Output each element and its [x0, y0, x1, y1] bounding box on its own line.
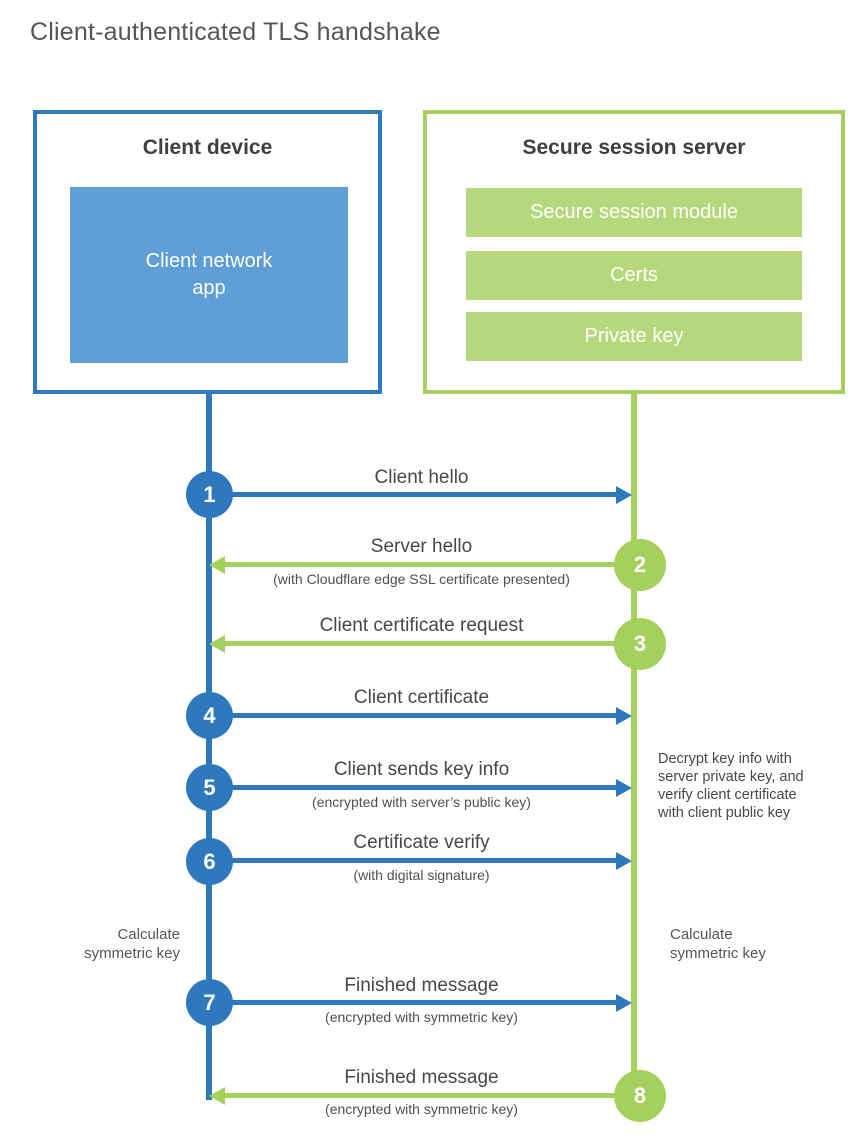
step6-arrow-shaft: [209, 858, 616, 863]
server-module-label: Private key: [584, 325, 684, 347]
step3-circle: 3: [614, 618, 666, 670]
decrypt-note-line: server private key, and: [658, 769, 804, 785]
step1-label: Client hello: [374, 467, 469, 488]
calc-left-line: symmetric key: [84, 945, 180, 962]
step5-sublabel: (encrypted with server’s public key): [312, 794, 531, 810]
page-title: Client-authenticated TLS handshake: [30, 18, 441, 46]
calc-right-line: Calculate: [670, 926, 733, 943]
step7-label: Finished message: [344, 975, 499, 996]
step2-label: Server hello: [370, 536, 473, 557]
step7-arrowhead-right-icon: [616, 994, 632, 1012]
step6-arrowhead-right-icon: [616, 852, 632, 870]
decrypt-note-line: Decrypt key info with: [658, 751, 792, 767]
calc-right-line: symmetric key: [670, 945, 766, 962]
server-module-bar: Secure session module: [466, 188, 802, 237]
step2-number: 2: [633, 552, 647, 577]
step6-circle: 6: [186, 838, 233, 885]
step6-label: Certificate verify: [353, 832, 490, 853]
step8-arrowhead-left-icon: [209, 1087, 225, 1105]
step7-arrow-shaft: [209, 1000, 616, 1005]
server-module-label: Secure session module: [530, 201, 738, 223]
step2-sublabel: (with Cloudflare edge SSL certificate pr…: [273, 571, 570, 587]
decrypt-note-line: verify client certificate: [658, 787, 797, 803]
server-lifeline: [631, 394, 637, 1096]
secure-session-server-header: Secure session server: [522, 136, 746, 159]
step8-number: 8: [633, 1083, 647, 1108]
step3-arrowhead-left-icon: [209, 635, 225, 653]
server-module-bar: Private key: [466, 312, 802, 361]
step2-arrow-shaft: [225, 562, 640, 567]
step1-arrowhead-right-icon: [616, 486, 632, 504]
step5-arrowhead-right-icon: [616, 779, 632, 797]
decrypt-note-line: with client public key: [658, 805, 791, 821]
calculate-symmetric-key-note-left: Calculate symmetric key: [38, 925, 180, 963]
step7-number: 7: [203, 989, 216, 1015]
calc-left-line: Calculate: [117, 926, 180, 943]
client-lifeline: [206, 394, 212, 1100]
step7-sublabel: (encrypted with symmetric key): [325, 1009, 518, 1025]
step5-circle: 5: [186, 764, 233, 811]
step7-circle: 7: [186, 979, 233, 1026]
step8-label: Finished message: [344, 1067, 499, 1088]
step2-arrowhead-left-icon: [209, 556, 225, 574]
decrypt-note: Decrypt key info with server private key…: [658, 750, 843, 822]
client-network-app-box: Client network app: [70, 187, 348, 363]
step4-arrowhead-right-icon: [616, 707, 632, 725]
step4-number: 4: [203, 702, 216, 728]
step8-arrow-shaft: [225, 1093, 640, 1098]
step8-circle: 8: [614, 1070, 666, 1122]
step6-sublabel: (with digital signature): [353, 867, 490, 883]
step4-arrow-shaft: [209, 713, 616, 718]
step5-label: Client sends key info: [333, 759, 510, 780]
step3-arrow-shaft: [225, 641, 640, 646]
step1-arrow-shaft: [209, 492, 616, 497]
step1-number: 1: [203, 481, 216, 507]
server-module-label: Certs: [610, 264, 658, 286]
client-device-header: Client device: [142, 136, 273, 159]
step8-sublabel: (encrypted with symmetric key): [325, 1101, 518, 1117]
step6-number: 6: [203, 848, 216, 874]
server-module-bar: Certs: [466, 251, 802, 300]
step3-label: Client certificate request: [319, 615, 524, 636]
step5-arrow-shaft: [209, 785, 616, 790]
step2-circle: 2: [614, 539, 666, 591]
client-network-app-label: Client network app: [145, 250, 273, 299]
calculate-symmetric-key-note-right: Calculate symmetric key: [670, 925, 812, 963]
step1-circle: 1: [186, 471, 233, 518]
step3-number: 3: [633, 631, 647, 656]
step4-label: Client certificate: [353, 687, 490, 708]
step5-number: 5: [203, 774, 216, 800]
step4-circle: 4: [186, 692, 233, 739]
